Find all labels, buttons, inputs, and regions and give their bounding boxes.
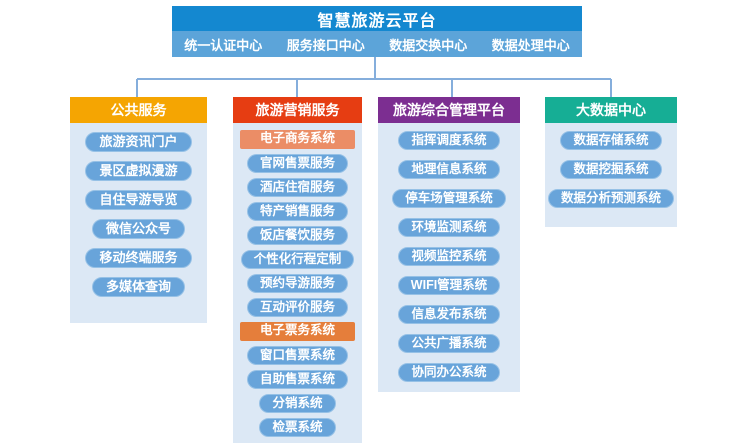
column-marketing-services: 旅游营销服务 电子商务系统官网售票服务酒店住宿服务特产销售服务饭店餐饮服务个性化… [233,97,362,443]
system-node: 指挥调度系统 [398,131,500,150]
column-management-platform: 旅游综合管理平台 指挥调度系统地理信息系统停车场管理系统环境监测系统视频监控系统… [378,97,520,392]
platform-title: 智慧旅游云平台 [317,12,437,30]
system-node: 电子票务系统 [240,322,355,341]
system-node: 数据存储系统 [560,131,662,150]
center-label: 统一认证中心 [184,37,263,53]
column-panel: 指挥调度系统地理信息系统停车场管理系统环境监测系统视频监控系统 WIFI管理系统信… [378,123,520,392]
system-node: 微信公众号 [91,219,185,239]
system-node: 环境监测系统 [398,218,500,237]
system-node: 旅游资讯门户 [85,132,192,152]
system-node: 信息发布系统 [398,305,500,324]
center-label: 数据交换中心 [389,37,468,53]
system-node: WIFI管理系统 [397,276,501,295]
column-header: 大数据中心 [545,97,677,123]
platform-centers-bar: 统一认证中心 服务接口中心 数据交换中心 数据处理中心 [172,31,582,57]
system-node: 个性化行程定制 [240,250,355,269]
system-node: 特产销售服务 [246,202,348,221]
system-node: 移动终端服务 [85,248,192,268]
system-node: 饭店餐饮服务 [246,226,348,245]
system-node: 电子商务系统 [240,130,355,149]
system-node: 景区虚拟漫游 [85,161,192,181]
center-label: 服务接口中心 [286,37,365,53]
column-panel: 电子商务系统官网售票服务酒店住宿服务特产销售服务饭店餐饮服务个性化行程定制预约导… [233,123,362,443]
column-public-services: 公共服务 旅游资讯门户景区虚拟漫游自住导游导览微信公众号移动终端服务多媒体查询 [70,97,207,323]
system-node: 地理信息系统 [398,160,500,179]
column-header: 旅游综合管理平台 [378,97,520,123]
system-node: 预约导游服务 [246,274,348,293]
system-node: 数据挖掘系统 [560,160,662,179]
system-node: 检票系统 [259,418,336,437]
column-header: 公共服务 [70,97,207,123]
system-node: 停车场管理系统 [392,189,506,208]
system-node: 窗口售票系统 [246,346,348,365]
system-node: 分销系统 [259,394,336,413]
system-node: 酒店住宿服务 [246,178,348,197]
column-big-data-center: 大数据中心 数据存储系统数据挖掘系统数据分析预测系统 [545,97,677,227]
system-node: 互动评价服务 [246,298,348,317]
system-node: 视频监控系统 [398,247,500,266]
column-header: 旅游营销服务 [233,97,362,123]
system-node: 数据分析预测系统 [547,189,674,208]
column-panel: 旅游资讯门户景区虚拟漫游自住导游导览微信公众号移动终端服务多媒体查询 [70,123,207,323]
column-panel: 数据存储系统数据挖掘系统数据分析预测系统 [545,123,677,227]
system-node: 多媒体查询 [91,277,185,297]
system-node: 协同办公系统 [398,363,500,382]
system-node: 自助售票系统 [246,370,348,389]
system-node: 自住导游导览 [85,190,192,210]
center-label: 数据处理中心 [491,37,570,53]
system-node: 官网售票服务 [246,154,348,173]
platform-title-bar: 智慧旅游云平台 [172,6,582,31]
system-node: 公共广播系统 [398,334,500,353]
